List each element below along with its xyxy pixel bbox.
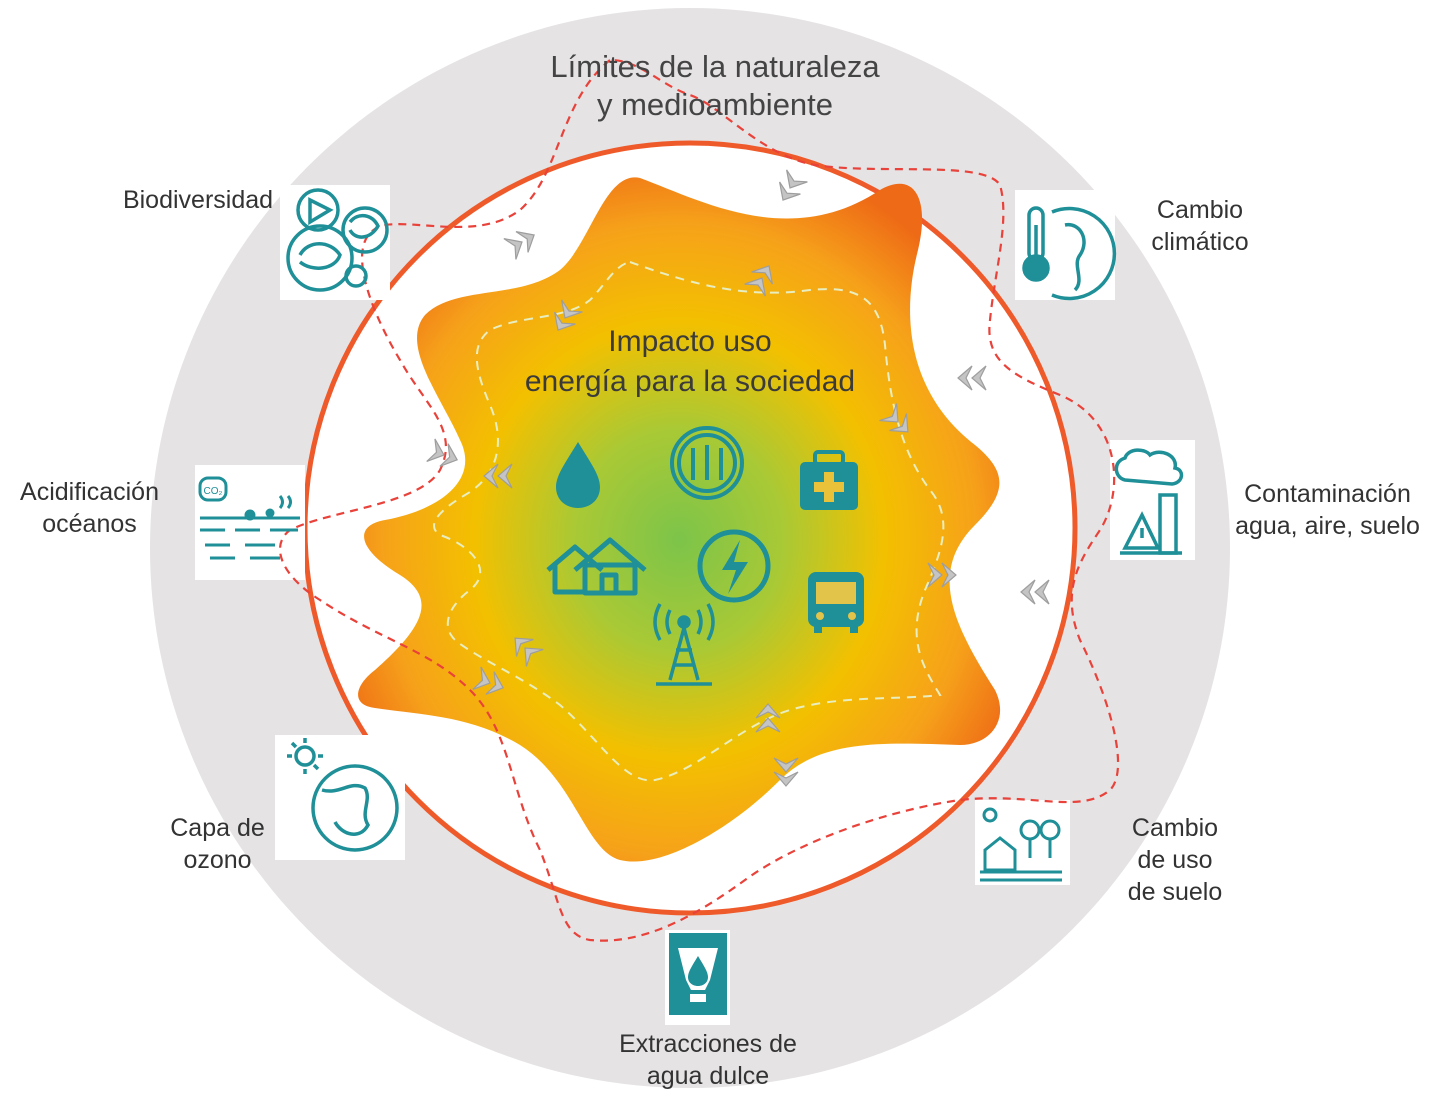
label-agua-dulce-line2: agua dulce	[646, 1062, 770, 1090]
label-acidificacion-line1: Acidificación	[20, 478, 159, 506]
water-drop-icon	[556, 442, 600, 508]
society-dashed-line	[433, 260, 945, 782]
label-acidificacion: Acidificación océanos	[2, 476, 177, 540]
label-cambio-uso-suelo-line2: de uso	[1137, 846, 1213, 874]
land-use-icon	[980, 807, 1062, 882]
label-cambio-uso-suelo-line3: de suelo	[1127, 878, 1223, 906]
impact-star	[358, 177, 1001, 862]
label-contaminacion: Contaminación agua, aire, suelo	[1215, 478, 1440, 542]
label-agua-dulce: Extracciones de agua dulce	[588, 1028, 828, 1092]
label-acidificacion-line2: océanos	[42, 510, 137, 538]
outer-title-line2: y medioambiente	[596, 87, 834, 122]
nature-dashed-line	[278, 58, 1120, 942]
label-contaminacion-line1: Contaminación	[1244, 480, 1411, 508]
label-biodiversidad-line1: Biodiversidad	[122, 186, 274, 214]
label-capa-ozono-line1: Capa de	[170, 814, 265, 842]
factory-pollution-icon	[1114, 448, 1184, 555]
inner-title-line1: Impacto uso	[608, 325, 772, 358]
label-cambio-climatico: Cambio climático	[1120, 194, 1280, 258]
label-cambio-climatico-line1: Cambio	[1156, 196, 1244, 224]
co2-ocean-icon: CO₂	[198, 476, 300, 560]
sun-earth-icon	[287, 738, 399, 852]
icon-bg-acidificacion	[195, 465, 305, 580]
water-extraction-icon	[669, 933, 727, 1015]
label-cambio-uso-suelo-line1: Cambio	[1131, 814, 1219, 842]
label-cambio-uso-suelo: Cambio de uso de suelo	[1100, 812, 1250, 908]
inner-title: Impacto uso energía para la sociedad	[470, 322, 910, 402]
outer-title-line1: Límites de la naturaleza	[550, 49, 880, 84]
bus-icon	[808, 572, 864, 633]
first-aid-icon	[800, 450, 858, 510]
label-biodiversidad: Biodiversidad	[98, 184, 298, 216]
houses-icon	[546, 537, 647, 596]
antenna-icon	[653, 603, 715, 686]
label-contaminacion-line2: agua, aire, suelo	[1235, 512, 1420, 540]
label-capa-ozono: Capa de ozono	[140, 812, 295, 876]
food-icon	[670, 426, 744, 500]
inner-title-line2: energía para la sociedad	[524, 365, 856, 398]
svg-text:CO₂: CO₂	[204, 486, 223, 497]
energy-icon	[697, 529, 771, 603]
label-cambio-climatico-line2: climático	[1151, 228, 1249, 256]
biodiversity-icon	[286, 188, 389, 292]
thermometer-earth-icon	[1022, 206, 1117, 301]
label-capa-ozono-line2: ozono	[183, 846, 252, 874]
label-agua-dulce-line1: Extracciones de	[619, 1030, 797, 1058]
outer-title: Límites de la naturaleza y medioambiente	[490, 48, 940, 124]
